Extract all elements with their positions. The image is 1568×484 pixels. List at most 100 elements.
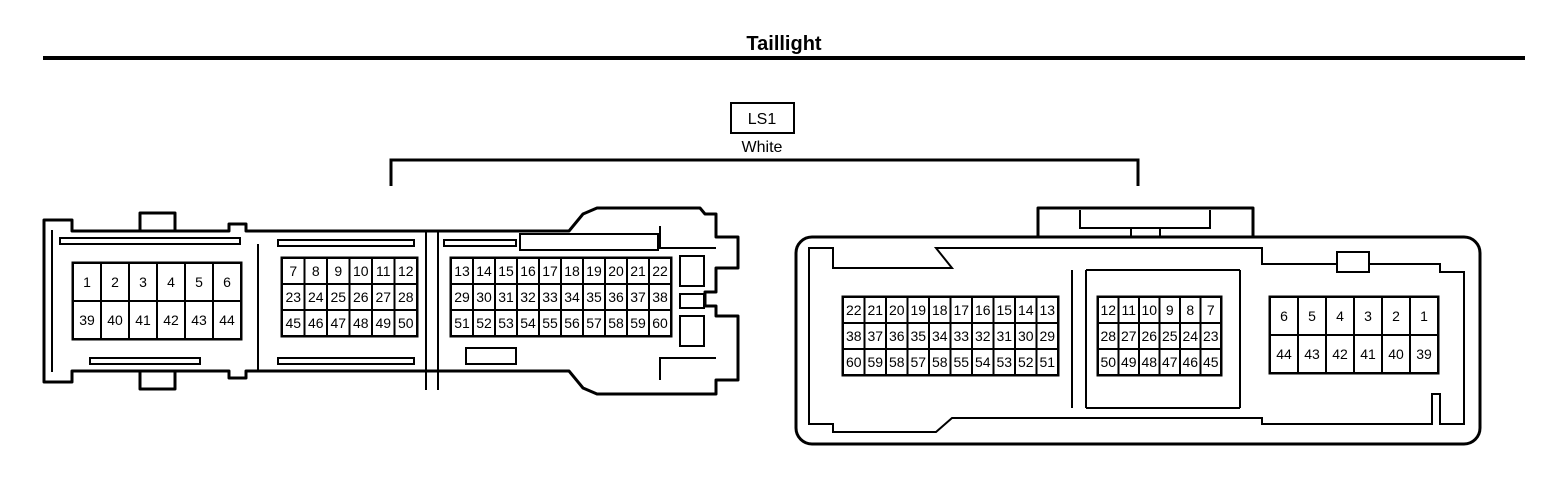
pin-number: 16 <box>520 263 536 279</box>
pin-number: 8 <box>312 263 320 279</box>
pin-number: 35 <box>586 289 602 305</box>
pin-number: 4 <box>1336 308 1344 324</box>
diagram-title: Taillight <box>746 33 822 55</box>
pin-number: 56 <box>564 315 580 331</box>
pin-number: 6 <box>223 274 231 290</box>
pin-number: 53 <box>498 315 514 331</box>
pin-number: 60 <box>652 315 668 331</box>
pin-number: 25 <box>1162 328 1178 344</box>
pin-number: 27 <box>1121 328 1137 344</box>
right-inner-cavity <box>808 247 1465 433</box>
pin-cell <box>1297 296 1327 336</box>
left-rail-top-2 <box>277 239 415 247</box>
left-slot-top-3 <box>519 233 659 251</box>
title-rule <box>43 56 1525 60</box>
pin-number: 58 <box>932 354 948 370</box>
left-end-notch-bottom <box>659 357 716 380</box>
pin-number: 40 <box>107 312 123 328</box>
pin-number: 19 <box>910 302 926 318</box>
pin-number: 17 <box>542 263 558 279</box>
pin-cell <box>1381 296 1411 336</box>
pin-cell <box>1035 348 1059 376</box>
right-key-tab <box>1336 251 1370 273</box>
right-latch-inner <box>1079 210 1211 229</box>
pin-number: 13 <box>454 263 470 279</box>
pin-number: 57 <box>910 354 926 370</box>
pin-number: 18 <box>564 263 580 279</box>
connector-bracket <box>389 158 1140 186</box>
pin-number: 29 <box>1039 328 1055 344</box>
pin-number: 9 <box>334 263 342 279</box>
pin-number: 32 <box>520 289 536 305</box>
pin-number: 10 <box>353 263 369 279</box>
pin-number: 60 <box>846 354 862 370</box>
pin-number: 9 <box>1166 302 1174 318</box>
pin-number: 33 <box>542 289 558 305</box>
pin-number: 47 <box>1162 354 1178 370</box>
left-end-slot-1 <box>679 255 705 287</box>
pin-number: 22 <box>846 302 862 318</box>
pin-number: 13 <box>1039 302 1055 318</box>
pin-number: 3 <box>139 274 147 290</box>
pin-cell <box>648 309 672 337</box>
pin-cell <box>184 262 214 302</box>
pin-number: 52 <box>476 315 492 331</box>
pin-cell <box>128 262 158 302</box>
pin-number: 6 <box>1280 308 1288 324</box>
pin-number: 48 <box>353 315 369 331</box>
pin-number: 41 <box>1360 346 1376 362</box>
pin-number: 11 <box>376 263 391 279</box>
pin-number: 20 <box>889 302 905 318</box>
pin-number: 46 <box>308 315 324 331</box>
pin-number: 14 <box>476 263 492 279</box>
pin-number: 52 <box>1018 354 1034 370</box>
pin-number: 5 <box>1308 308 1316 324</box>
left-end-slot-3 <box>679 315 705 347</box>
pin-cell <box>212 262 242 302</box>
pin-number: 7 <box>289 263 297 279</box>
pin-number: 10 <box>1141 302 1157 318</box>
pin-number: 1 <box>83 274 91 290</box>
pin-number: 39 <box>1416 346 1432 362</box>
pin-number: 7 <box>1207 302 1215 318</box>
pin-number: 35 <box>910 328 926 344</box>
pin-number: 30 <box>476 289 492 305</box>
pin-cell <box>1409 334 1439 374</box>
pin-number: 44 <box>1276 346 1292 362</box>
pin-number: 55 <box>953 354 969 370</box>
pin-number: 37 <box>867 328 883 344</box>
pin-number: 45 <box>1203 354 1219 370</box>
pin-number: 33 <box>953 328 969 344</box>
connector-color: White <box>742 139 783 156</box>
pin-number: 11 <box>1121 302 1136 318</box>
pin-number: 26 <box>353 289 369 305</box>
pin-number: 49 <box>1121 354 1137 370</box>
pin-number: 3 <box>1364 308 1372 324</box>
pin-number: 51 <box>1039 354 1055 370</box>
pin-number: 30 <box>1018 328 1034 344</box>
pin-number: 46 <box>1182 354 1198 370</box>
pin-number: 21 <box>630 263 646 279</box>
pin-number: 31 <box>996 328 1012 344</box>
pin-number: 49 <box>375 315 391 331</box>
pin-number: 8 <box>1186 302 1194 318</box>
connector-id-box <box>730 102 795 134</box>
left-bottom-tab <box>138 371 177 391</box>
pin-number: 19 <box>586 263 602 279</box>
pin-number: 17 <box>953 302 969 318</box>
pin-number: 50 <box>398 315 414 331</box>
pin-number: 21 <box>867 302 883 318</box>
pin-number: 36 <box>889 328 905 344</box>
pin-number: 57 <box>586 315 602 331</box>
pin-cell <box>1199 348 1222 376</box>
pin-cell <box>212 300 242 340</box>
pin-number: 1 <box>1420 308 1428 324</box>
pin-number: 23 <box>1203 328 1219 344</box>
left-rail-bottom-2 <box>277 357 415 365</box>
pin-number: 26 <box>1141 328 1157 344</box>
pin-number: 15 <box>498 263 514 279</box>
